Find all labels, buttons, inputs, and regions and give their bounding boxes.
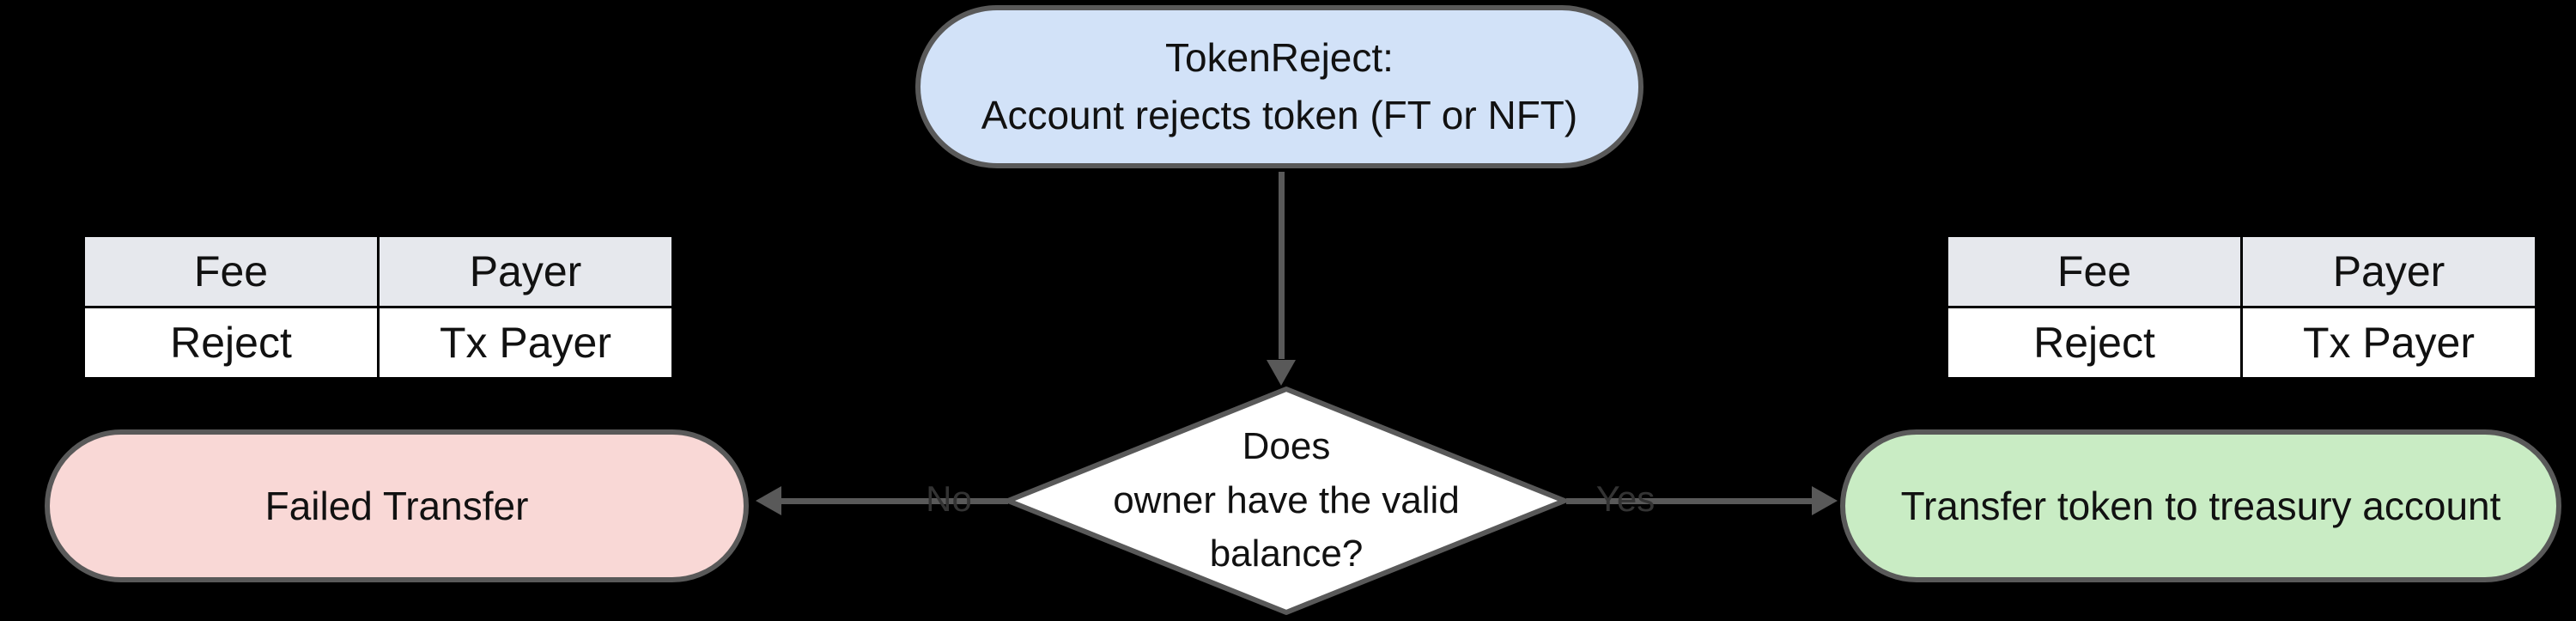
fee-value-cell: Reject (1946, 306, 2243, 380)
fee-header-cell: Fee (1946, 234, 2243, 308)
payer-value-cell: Tx Payer (377, 306, 674, 380)
table-header-row: Fee Payer (1946, 234, 2537, 308)
edge-decision-to-transfer (1566, 498, 1817, 504)
edge-start-to-decision (1279, 172, 1285, 359)
payer-header-cell: Payer (377, 234, 674, 308)
decision-diamond-shape (1005, 387, 1567, 615)
node-failed-transfer-label: Failed Transfer (264, 483, 529, 528)
fee-header-cell: Fee (82, 234, 380, 308)
fee-payer-table-left: Fee Payer Reject Tx Payer (82, 234, 674, 380)
node-failed-transfer: Failed Transfer (45, 429, 749, 582)
table-row: Reject Tx Payer (1946, 306, 2537, 380)
fee-payer-table-right: Fee Payer Reject Tx Payer (1946, 234, 2537, 380)
edge-label-yes: Yes (1595, 478, 1656, 519)
table-row: Reject Tx Payer (82, 306, 674, 380)
edge-label-no: No (926, 478, 972, 519)
edge-decision-to-failed (775, 498, 1008, 504)
node-token-reject-label: TokenReject: Account rejects token (FT o… (981, 35, 1578, 137)
node-decision: Does owner have the valid balance? (1005, 386, 1568, 616)
decision-diamond-polygon (1005, 387, 1567, 615)
payer-value-cell: Tx Payer (2240, 306, 2537, 380)
fee-value-cell: Reject (82, 306, 380, 380)
arrowhead-right-icon (1812, 486, 1838, 515)
table-header-row: Fee Payer (82, 234, 674, 308)
node-token-reject: TokenReject: Account rejects token (FT o… (915, 5, 1643, 168)
arrowhead-down-icon (1267, 360, 1296, 386)
node-transfer-treasury-label: Transfer token to treasury account (1900, 483, 2501, 528)
payer-header-cell: Payer (2240, 234, 2537, 308)
arrowhead-left-icon (756, 486, 781, 515)
node-transfer-treasury: Transfer token to treasury account (1840, 429, 2561, 582)
node-decision-label: Does owner have the valid balance? (1113, 425, 1460, 575)
